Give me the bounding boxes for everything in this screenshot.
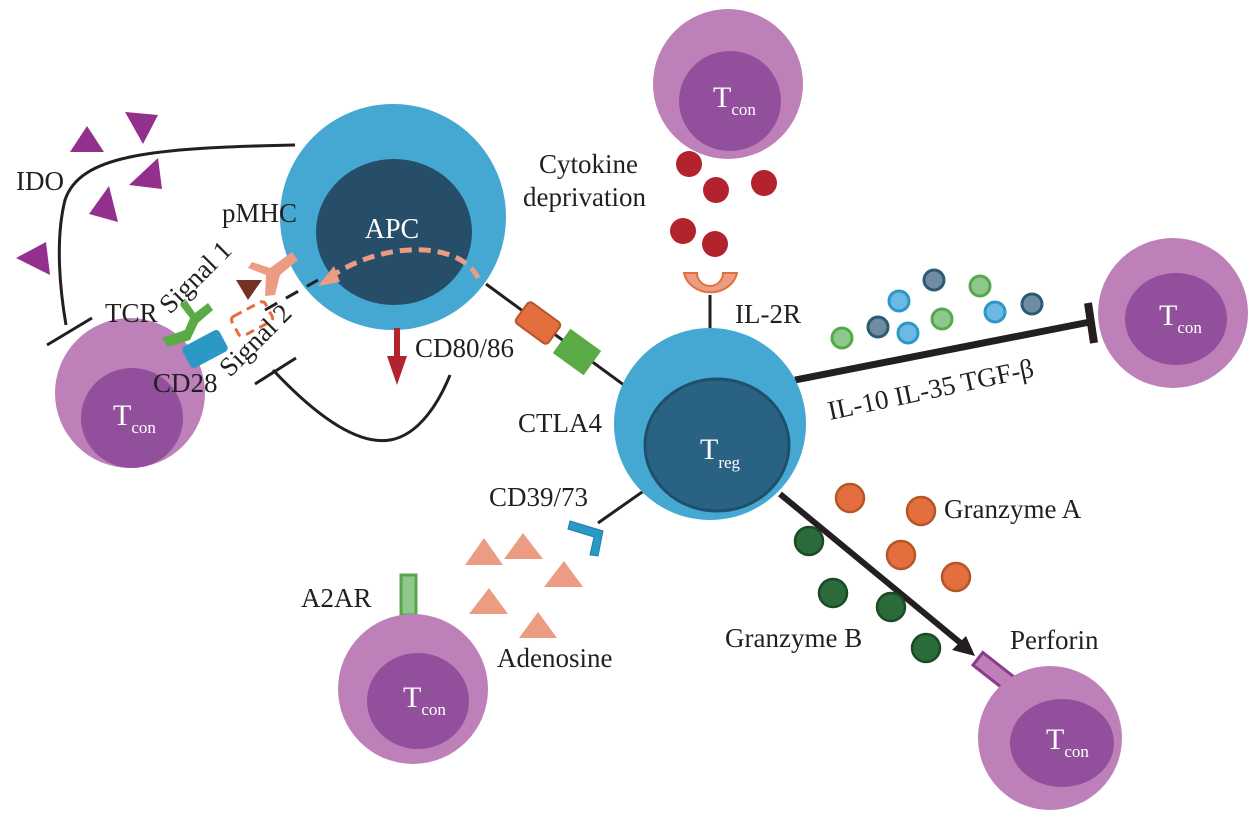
ido-inhibition-bar	[46, 316, 93, 347]
pmhc-label: pMHC	[222, 198, 297, 228]
tcon-cell-left: Tcon	[55, 318, 205, 468]
granzyme-b-dot	[910, 632, 942, 664]
ido-triangle	[16, 242, 50, 275]
svg-text:Tcon: Tcon	[403, 681, 446, 719]
suppressive-cytokines	[830, 268, 1044, 350]
granzyme-a-molecules	[834, 482, 972, 593]
tcon-cell-right: Tcon	[1098, 238, 1248, 388]
granzyme-a-label: Granzyme A	[944, 494, 1082, 524]
svg-text:Tcon: Tcon	[713, 81, 756, 119]
cytokine-deprivation-label-2: deprivation	[523, 182, 646, 212]
tcon-cell-bottom-right: Tcon	[978, 666, 1122, 810]
il2-dot	[702, 231, 728, 257]
svg-text:Tcon: Tcon	[1159, 299, 1202, 337]
ctla4-label: CTLA4	[518, 408, 602, 438]
cytokine-dot-green	[968, 274, 992, 298]
il2-dot	[670, 218, 696, 244]
cytokine-deprivation-label-1: Cytokine	[539, 149, 638, 179]
il2r-label: IL-2R	[735, 299, 801, 329]
il2r-receptor	[682, 272, 739, 294]
antigen-presentation-arrow	[324, 247, 481, 283]
svg-text:Tcon: Tcon	[113, 399, 156, 437]
ido-triangle	[129, 158, 162, 189]
pmhc-molecule	[248, 252, 298, 296]
granzyme-b-dot	[875, 591, 907, 623]
ido-triangle	[70, 126, 104, 152]
perforin-label: Perforin	[1010, 625, 1099, 655]
cd39-connector	[597, 488, 646, 525]
granzyme-b-label: Granzyme B	[725, 623, 862, 653]
granzyme-a-dot	[885, 539, 917, 571]
cytokine-inhibition-line	[794, 318, 1091, 384]
cytokine-dot-navy	[922, 268, 946, 292]
svg-text:Treg: Treg	[700, 433, 741, 472]
cd28-label: CD28	[153, 368, 218, 398]
ido-label: IDO	[16, 166, 64, 196]
adenosine-molecules	[465, 533, 583, 638]
peptide-triangle	[236, 280, 262, 300]
a2ar-receptor	[399, 573, 418, 617]
il10-il35-tgfb-label: IL-10 IL-35 TGF-β	[825, 353, 1036, 426]
adenosine-triangle	[519, 612, 557, 638]
apc-cell: APC	[280, 104, 506, 330]
adenosine-triangle	[469, 588, 508, 614]
cytokine-dot-green	[830, 326, 854, 350]
cytokine-inhibition-bar	[1084, 302, 1098, 344]
granzyme-b-molecules	[793, 525, 942, 664]
granzyme-a-dot	[940, 561, 972, 593]
cd80-down-arrowhead	[387, 356, 407, 385]
granzyme-b-dot	[817, 577, 849, 609]
cytokine-dot-blue	[896, 321, 920, 345]
a2ar-label: A2AR	[301, 583, 372, 613]
ctla4-box	[552, 328, 602, 376]
cd39-73-enzyme	[567, 520, 604, 557]
ctla4-connector	[485, 282, 629, 390]
cd80-86-box	[514, 301, 562, 345]
signal1-connector	[264, 278, 319, 312]
cytokine-dot-navy	[1020, 292, 1044, 316]
cd80-86-label: CD80/86	[415, 333, 514, 363]
adenosine-triangle	[465, 538, 503, 565]
signal2-label: Signal 2	[213, 298, 297, 382]
adenosine-label: Adenosine	[497, 643, 612, 673]
antigen-arrowhead	[318, 266, 340, 286]
tcr-receptor	[162, 300, 213, 347]
adenosine-triangle	[504, 533, 543, 559]
signal1-label: Signal 1	[153, 235, 237, 319]
cytokine-dot-navy	[866, 315, 890, 339]
cd80-depletion-line	[271, 368, 452, 443]
cytokine-dot-blue	[887, 289, 911, 313]
svg-text:Tcon: Tcon	[1046, 723, 1089, 761]
il2-dot	[751, 170, 777, 196]
granzyme-a-dot	[905, 495, 937, 527]
ido-triangle	[125, 112, 158, 144]
perforin-arrow	[778, 491, 965, 648]
adenosine-triangle	[544, 561, 583, 587]
tcon-cell-bottom: Tcon	[338, 614, 488, 764]
treg-cell: Treg	[614, 328, 806, 520]
signal2-block-bar	[254, 356, 297, 386]
cd80-depleted	[229, 300, 275, 338]
il2-cytokines	[670, 151, 777, 257]
ido-inhibition-line	[57, 143, 296, 326]
cd28-receptor	[182, 329, 228, 369]
cytokine-dot-green	[930, 307, 954, 331]
cytokine-dot-blue	[983, 300, 1007, 324]
il2-dot	[703, 177, 729, 203]
apc-label: APC	[365, 214, 419, 245]
granzyme-b-dot	[793, 525, 825, 557]
ido-triangle	[89, 186, 118, 222]
il2-dot	[676, 151, 702, 177]
ido-molecules	[16, 112, 162, 275]
tcon-cell-top: Tcon	[653, 9, 803, 159]
cd39-73-label: CD39/73	[489, 482, 588, 512]
perforin-arrowhead	[952, 636, 975, 656]
granzyme-a-dot	[834, 482, 866, 514]
tcr-label: TCR	[105, 298, 158, 328]
